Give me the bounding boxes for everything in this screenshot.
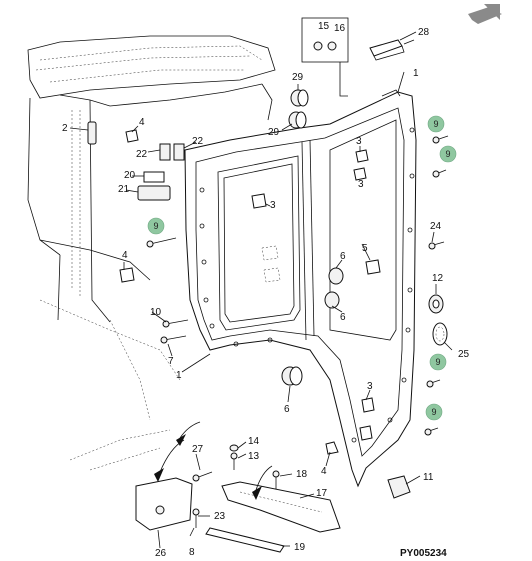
highlighted-callouts: 9 9 9 9 9	[147, 115, 457, 421]
callout-11: 11	[423, 472, 434, 483]
callout-8: 8	[189, 547, 195, 558]
bolt-10	[162, 319, 189, 328]
clip-4-lower	[119, 267, 135, 283]
clip-3-window	[251, 193, 267, 209]
callout-6: 6	[340, 312, 346, 323]
washer-14	[229, 444, 239, 452]
callout-3: 3	[270, 200, 276, 211]
bushings-6-mid	[324, 267, 344, 309]
highlight-9[interactable]: 9	[427, 115, 445, 133]
callout-17: 17	[316, 488, 328, 499]
callout-labels: 1 1 2 3 3 3 3 4 4 4 5 6 6 6 7 8 10 11 12…	[62, 21, 470, 559]
cab-roof-structure	[27, 35, 276, 471]
bolt-27	[192, 471, 213, 482]
callout-24: 24	[430, 221, 442, 232]
callout-26: 26	[155, 548, 167, 559]
callout-1: 1	[176, 370, 182, 381]
callout-7: 7	[168, 356, 174, 367]
svg-text:9: 9	[435, 357, 440, 367]
plate-20	[143, 171, 165, 183]
bolt-24	[428, 241, 445, 250]
callout-29: 29	[268, 127, 280, 138]
bolt-7	[160, 335, 187, 344]
bushing-29-lower	[288, 111, 307, 129]
bolt-9-left	[146, 237, 177, 248]
door-frame	[184, 91, 417, 488]
callout-6: 6	[284, 404, 290, 415]
handle-2	[87, 121, 97, 145]
assembly-arrows	[154, 421, 273, 500]
reference-code: PY005234	[400, 548, 447, 559]
callout-5: 5	[362, 243, 368, 254]
frame-top-tip	[381, 89, 401, 97]
clip-22-pair	[159, 143, 185, 161]
latch-11	[387, 475, 411, 499]
clips-3-right	[353, 149, 369, 181]
callout-4: 4	[321, 466, 327, 477]
callout-3: 3	[367, 381, 373, 392]
clip-4-upper	[125, 129, 139, 143]
callout-15: 15	[318, 21, 330, 32]
callout-13: 13	[248, 451, 260, 462]
callout-10: 10	[150, 307, 162, 318]
callout-21: 21	[118, 184, 130, 195]
bushing-29-upper	[290, 89, 309, 107]
svg-text:9: 9	[445, 149, 450, 159]
seal-25	[432, 322, 448, 346]
highlight-9[interactable]: 9	[147, 217, 165, 235]
callout-6: 6	[340, 251, 346, 262]
clips-hidden-mid	[261, 245, 281, 283]
bolts-9-right-lower	[424, 379, 441, 436]
clip-5	[365, 259, 381, 275]
callout-28: 28	[418, 27, 430, 38]
callout-16: 16	[334, 23, 346, 34]
bolt-23	[192, 508, 200, 528]
clips-3-lower	[359, 397, 375, 441]
leader-lines	[69, 31, 453, 549]
callout-2: 2	[62, 123, 68, 134]
callout-3: 3	[358, 179, 364, 190]
callout-14: 14	[248, 436, 260, 447]
strip-19	[205, 527, 285, 553]
clip-4-bottom	[325, 441, 339, 455]
callout-22: 22	[192, 136, 204, 147]
callout-27: 27	[192, 444, 204, 455]
callout-3: 3	[356, 136, 362, 147]
pad-21	[137, 185, 171, 201]
callout-20: 20	[124, 170, 136, 181]
svg-text:9: 9	[433, 119, 438, 129]
svg-text:9: 9	[153, 221, 158, 231]
step-bracket-17	[221, 481, 341, 533]
callout-12: 12	[432, 273, 444, 284]
callout-23: 23	[214, 511, 226, 522]
grommet-12	[428, 294, 444, 314]
bracket-28	[369, 39, 415, 61]
highlight-9[interactable]: 9	[439, 145, 457, 163]
bolts-9-right-upper	[432, 135, 449, 178]
callout-4: 4	[122, 250, 128, 261]
highlight-9[interactable]: 9	[425, 403, 443, 421]
mount-bracket-26	[135, 477, 193, 531]
fastener-inset-box	[301, 17, 349, 97]
callout-19: 19	[294, 542, 306, 553]
callout-4: 4	[139, 117, 145, 128]
callout-18: 18	[296, 469, 308, 480]
callout-29: 29	[292, 72, 304, 83]
callout-22: 22	[136, 149, 148, 160]
callout-25: 25	[458, 349, 470, 360]
arrow-up-right-icon[interactable]	[468, 4, 502, 24]
highlight-9[interactable]: 9	[429, 353, 447, 371]
bolt-13	[230, 452, 238, 470]
bushing-6-lower	[281, 366, 303, 386]
svg-text:9: 9	[431, 407, 436, 417]
callout-1: 1	[413, 68, 419, 79]
